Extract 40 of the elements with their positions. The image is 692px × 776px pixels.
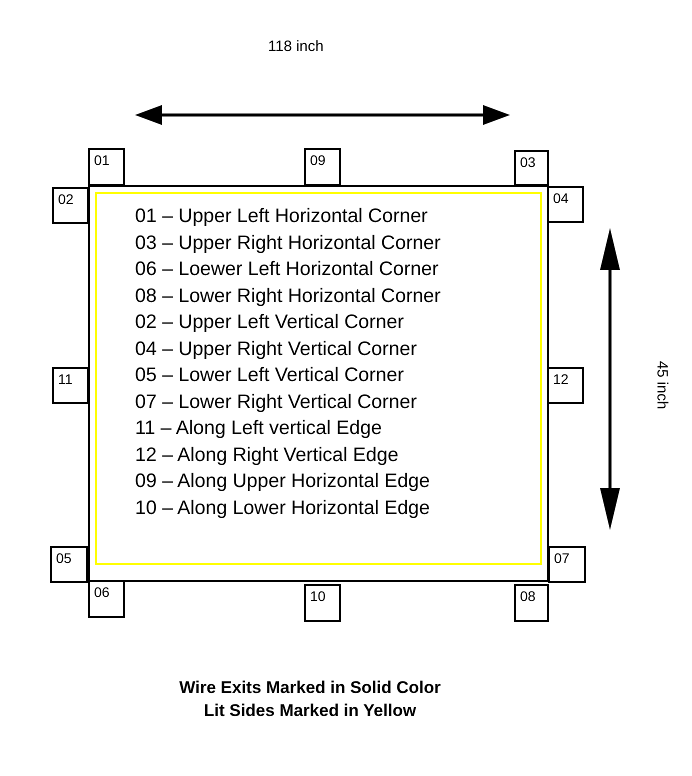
exit-number: 04 bbox=[553, 190, 569, 206]
legend-text: 04 – Upper Right Vertical Corner bbox=[135, 338, 417, 360]
exit-marker-box bbox=[514, 584, 549, 622]
exit-marker-box bbox=[50, 546, 88, 583]
exit-marker-box bbox=[88, 580, 125, 618]
legend-text: 10 – Along Lower Horizontal Edge bbox=[135, 496, 430, 518]
exit-marker-box bbox=[547, 186, 584, 223]
exit-number: 07 bbox=[554, 550, 570, 566]
exit-number: 11 bbox=[58, 371, 73, 387]
exit-marker-box bbox=[547, 367, 584, 404]
legend-text: 11 – Along Left vertical Edge bbox=[135, 417, 382, 439]
exit-number: 09 bbox=[310, 152, 326, 168]
legend-text: 06 – Loewer Left Horizontal Corner bbox=[135, 258, 438, 280]
legend-text: 03 – Upper Right Horizontal Corner bbox=[135, 232, 441, 254]
exit-number: 10 bbox=[310, 588, 326, 604]
exit-number: 06 bbox=[94, 584, 110, 600]
dimension-label: 118 inch bbox=[268, 38, 324, 55]
legend-text: 09 – Along Upper Horizontal Edge bbox=[135, 470, 430, 492]
exit-marker-box bbox=[514, 150, 549, 186]
exit-number: 01 bbox=[94, 152, 110, 168]
exit-number: 08 bbox=[520, 588, 536, 604]
dimension-label: 45 inch bbox=[654, 360, 670, 410]
exit-marker-box bbox=[548, 546, 586, 583]
exit-marker-box bbox=[304, 584, 341, 622]
legend-text: 12 – Along Right Vertical Edge bbox=[135, 444, 398, 466]
exit-marker-box bbox=[88, 148, 125, 186]
exit-marker-box bbox=[52, 367, 89, 404]
exit-number: 03 bbox=[520, 154, 536, 170]
legend-text: 05 – Lower Left Vertical Corner bbox=[135, 364, 404, 386]
legend-text: 07 – Lower Right Vertical Corner bbox=[135, 390, 417, 412]
exit-marker-box bbox=[304, 148, 341, 186]
exit-number: 02 bbox=[58, 191, 74, 207]
legend-text: 02 – Upper Left Vertical Corner bbox=[135, 311, 404, 333]
exit-number: 12 bbox=[553, 371, 569, 387]
legend-text: 01 – Upper Left Horizontal Corner bbox=[135, 205, 428, 227]
exit-marker-box bbox=[52, 187, 89, 224]
caption-text: Lit Sides Marked in Yellow bbox=[204, 701, 416, 721]
legend-text: 08 – Lower Right Horizontal Corner bbox=[135, 284, 441, 306]
exit-number: 05 bbox=[56, 550, 72, 566]
caption-text: Wire Exits Marked in Solid Color bbox=[179, 678, 441, 698]
